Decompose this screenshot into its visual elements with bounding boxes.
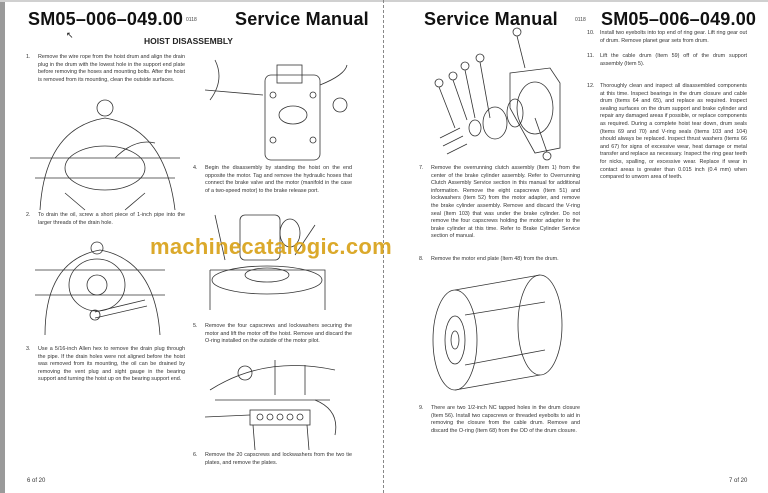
step-11: 11. Lift the cable drum (Item 59) off of … (587, 53, 747, 68)
step-text: Use a 5/16-inch Allen hex to remove the … (38, 346, 185, 383)
step-text: Remove the overrunning clutch assembly (… (431, 165, 580, 240)
mouse-cursor-icon: ↖ (66, 30, 74, 40)
step-number: 9. (419, 405, 424, 411)
tie-plate-illustration (204, 360, 337, 451)
step-text: Install two eyebolts into top end of rin… (600, 30, 747, 44)
step-5: 5. Remove the four capscrews and lockwash… (193, 323, 352, 346)
step-7: 7. Remove the overrunning clutch assembly… (419, 165, 580, 241)
step-number: 2. (26, 212, 31, 218)
step-3: 3. Use a 5/16-inch Allen hex to remove th… (26, 346, 185, 384)
step-10: 10. Install two eyebolts into top end of … (587, 30, 747, 45)
step-number: 10. (587, 30, 595, 36)
step-number: 12. (587, 83, 595, 89)
step-9: 9. There are two 1/2-inch NC tapped holes… (419, 405, 580, 435)
doc-code-right: SM05–006–049.00 (601, 9, 757, 29)
step-4: 4. Begin the disassembly by standing the … (193, 165, 352, 195)
watermark: machinecatalogic.com (150, 234, 392, 259)
step-text: Remove the 20 capscrews and lockwashers … (205, 452, 352, 466)
motor-wrench-illustration (204, 59, 348, 161)
drain-pipe-illustration (35, 241, 165, 336)
motor-on-drum-illustration (209, 214, 326, 310)
step-text: There are two 1/2-inch NC tapped holes i… (431, 405, 580, 434)
step-8: 8. Remove the motor end plate (Item 48) f… (419, 256, 580, 264)
step-text: Remove the wire rope from the hoist drum… (38, 54, 185, 83)
manual-title-right: Service Manual (424, 9, 558, 29)
revision-right: 0118 (575, 17, 586, 23)
page-number-left: 6 of 20 (27, 478, 46, 484)
step-number: 5. (193, 323, 198, 329)
doc-code-left: SM05–006–049.00 (28, 9, 184, 29)
step-text: Begin the disassembly by standing the ho… (205, 165, 352, 194)
revision-left: 0118 (186, 17, 197, 23)
step-2: 2. To drain the oil, screw a short piece … (26, 212, 185, 227)
step-number: 1. (26, 54, 31, 60)
step-text: To drain the oil, screw a short piece of… (38, 212, 185, 226)
viewer-left-edge (0, 0, 5, 493)
step-number: 3. (26, 346, 31, 352)
step-12: 12. Thoroughly clean and inspect all disa… (587, 83, 747, 182)
step-number: 6. (193, 452, 198, 458)
step-6: 6. Remove the 20 capscrews and lockwasher… (193, 452, 352, 467)
manual-title-left: Service Manual (235, 9, 369, 29)
step-number: 4. (193, 165, 198, 171)
step-text: Remove the motor end plate (Item 48) fro… (431, 256, 559, 262)
viewer-top-edge (0, 0, 768, 2)
step-text: Remove the four capscrews and lockwasher… (205, 323, 352, 345)
step-number: 11. (587, 53, 595, 59)
step-text: Lift the cable drum (Item 59) off of the… (600, 53, 747, 67)
exploded-brake-assembly-illustration (434, 27, 561, 161)
hoist-drum-illustration (30, 99, 180, 211)
step-number: 7. (419, 165, 424, 171)
page-number-right: 7 of 20 (729, 478, 748, 484)
cable-drum-illustration (432, 274, 563, 391)
step-text: Thoroughly clean and inspect all disasse… (600, 83, 747, 181)
step-number: 8. (419, 256, 424, 262)
step-1: 1. Remove the wire rope from the hoist dr… (26, 54, 185, 84)
section-heading: HOIST DISASSEMBLY (144, 36, 233, 46)
page-divider (383, 0, 384, 493)
